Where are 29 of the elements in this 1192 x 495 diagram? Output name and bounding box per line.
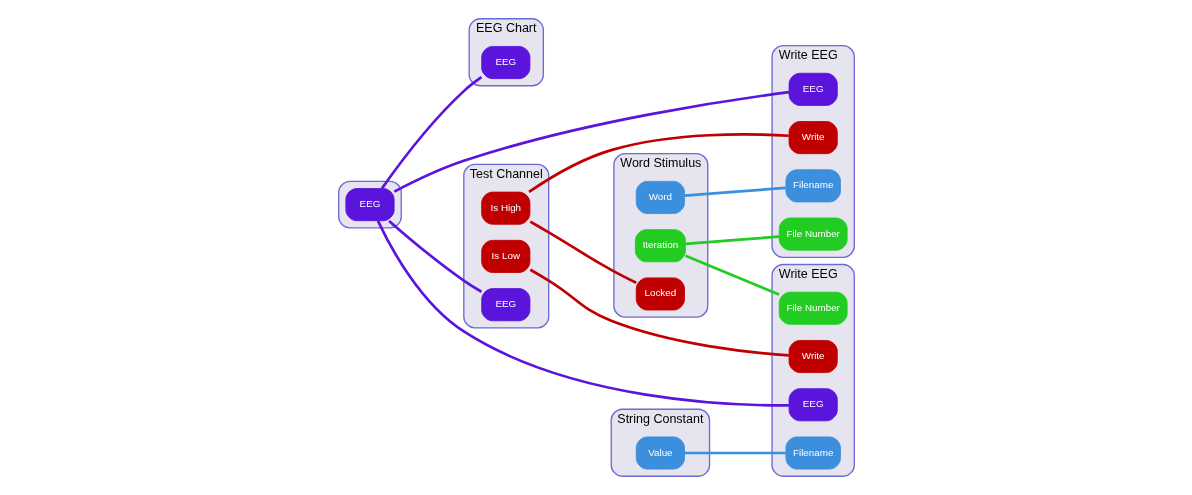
node-box: Filename bbox=[784, 436, 841, 470]
node-box: Iteration bbox=[634, 229, 686, 263]
node-box: EEG bbox=[344, 188, 395, 222]
connector bbox=[529, 220, 637, 284]
connector bbox=[684, 235, 779, 246]
connector bbox=[683, 186, 786, 197]
node-box: Is Low bbox=[480, 239, 530, 273]
connector bbox=[387, 219, 482, 293]
node-box: File Number bbox=[778, 217, 848, 251]
node-box: Value bbox=[635, 436, 685, 470]
node-box: File Number bbox=[778, 291, 848, 325]
connector bbox=[380, 76, 482, 190]
node-box: EEG bbox=[788, 72, 838, 106]
node-box: Is High bbox=[480, 191, 530, 225]
connector bbox=[527, 133, 789, 193]
node-box: EEG bbox=[480, 288, 530, 322]
node-box: Word bbox=[635, 180, 685, 214]
connector bbox=[393, 90, 789, 193]
node-box: Write bbox=[788, 121, 838, 155]
node-box: Write bbox=[788, 340, 838, 374]
node-box: EEG bbox=[788, 388, 838, 422]
node-box: EEG bbox=[480, 46, 530, 80]
node-box: Locked bbox=[635, 277, 685, 311]
node-box: Filename bbox=[784, 169, 841, 203]
connector bbox=[684, 451, 786, 455]
connector bbox=[376, 220, 789, 407]
cluster bbox=[337, 180, 402, 229]
connector bbox=[684, 254, 780, 296]
connector bbox=[529, 268, 789, 357]
